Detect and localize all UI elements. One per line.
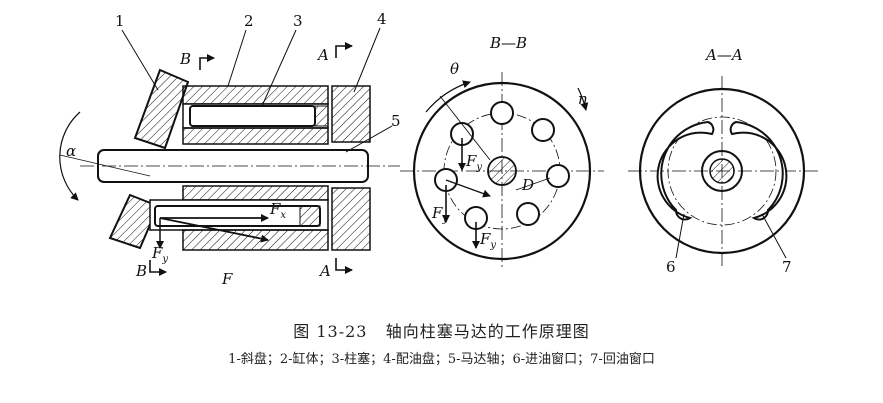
label-section-a-top: A	[316, 46, 329, 64]
outlet-port	[729, 120, 788, 221]
inlet-port	[656, 120, 715, 221]
label-alpha: α	[66, 142, 76, 160]
view-title-aa: A—A	[704, 46, 743, 64]
label-bb-fy-1: Fy	[465, 152, 482, 173]
valve-plate-upper	[331, 85, 371, 143]
cylinder-block-upper	[182, 85, 329, 105]
label-force-Fy: Fy	[151, 244, 168, 265]
label-part-1: 1	[115, 12, 125, 30]
label-force-Fx: Fx	[269, 200, 286, 221]
label-section-b-bottom: B	[135, 262, 147, 280]
label-part-6: 6	[666, 258, 676, 276]
label-section-b-top: B	[179, 50, 191, 68]
view-title-bb: B—B	[489, 34, 527, 52]
label-section-a-bottom: A	[318, 262, 331, 280]
label-bb-fy-2: Fy	[431, 204, 448, 225]
section-view-bb: B—B θ n D Fy Fy Fy	[400, 34, 604, 270]
side-section-view: 1 2 3 4 5 B B A A α F Fx Fy	[59, 10, 401, 288]
label-part-4: 4	[377, 10, 387, 28]
force-F-arrow	[159, 217, 269, 243]
valve-plate-lower	[331, 187, 371, 251]
label-part-5: 5	[391, 112, 401, 130]
swash-plate-lower	[108, 193, 160, 250]
section-view-aa: A—A 6 7	[628, 46, 818, 276]
piston-lower	[154, 205, 321, 227]
shaft-section	[487, 156, 517, 186]
cylinder-block-middle	[182, 127, 329, 145]
label-part-3: 3	[293, 12, 303, 30]
label-d: D	[521, 176, 534, 194]
label-part-7: 7	[782, 258, 792, 276]
piston-upper	[189, 105, 316, 127]
label-force-F: F	[221, 270, 233, 288]
figure-caption-legend: 1-斜盘；2-缸体；3-柱塞；4-配油盘；5-马达轴；6-进油窗口；7-回油窗口	[228, 352, 655, 367]
figure-caption-title: 图 13-23 轴向柱塞马达的工作原理图	[293, 322, 590, 341]
axial-piston-motor-diagram: 1 2 3 4 5 B B A A α F Fx Fy B—B	[59, 10, 818, 288]
swash-plate-upper	[133, 68, 190, 150]
label-part-2: 2	[244, 12, 254, 30]
cylinder-block-lower	[182, 229, 329, 251]
label-theta: θ	[450, 60, 459, 78]
label-n: n	[578, 90, 588, 108]
label-bb-fy-3: Fy	[479, 230, 496, 251]
